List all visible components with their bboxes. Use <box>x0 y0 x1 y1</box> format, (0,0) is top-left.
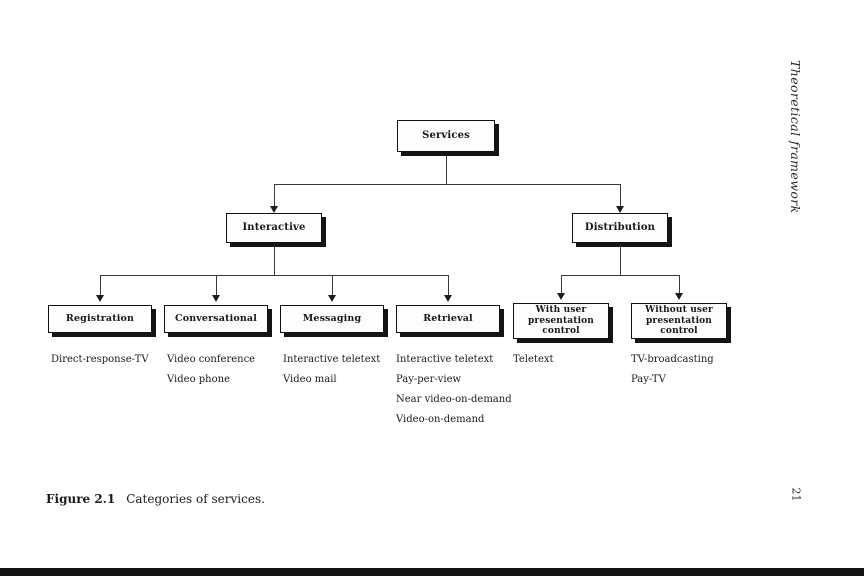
leaf-item: Interactive teletext <box>283 354 381 365</box>
leaf-item: Video phone <box>167 374 230 385</box>
node-with-user-line1: With user <box>535 304 587 315</box>
node-retrieval-label: Retrieval <box>423 313 473 325</box>
leaf-item: Video conference <box>167 354 256 365</box>
node-without-user-presentation-control[interactable]: Without user presentation control <box>631 303 727 339</box>
node-conversational-label: Conversational <box>175 313 257 325</box>
running-head: Theoretical framework <box>788 60 803 214</box>
node-messaging-label: Messaging <box>302 313 362 325</box>
node-registration-label: Registration <box>65 313 135 325</box>
arrowhead-with-user-control <box>556 293 565 300</box>
figure-number: Figure 2.1 <box>46 492 116 506</box>
arrowhead-interactive <box>269 206 278 213</box>
page-number: 21 <box>789 487 803 502</box>
leaf-column-without-user-control: TV-broadcasting Pay-TV <box>631 350 714 390</box>
connector-interactive-stem <box>274 243 275 275</box>
connector-to-conversational <box>216 275 217 297</box>
arrowhead-without-user-control <box>674 293 683 300</box>
leaf-item: TV-broadcasting <box>631 354 714 365</box>
connector-to-messaging <box>332 275 333 297</box>
leaf-column-registration: Direct-response-TV <box>51 350 149 370</box>
connector-distribution-stem <box>620 243 621 275</box>
leaf-item: Interactive teletext <box>396 354 494 365</box>
node-without-user-line3: control <box>660 326 698 337</box>
arrowhead-registration <box>95 295 104 302</box>
node-messaging[interactable]: Messaging <box>280 305 384 333</box>
node-registration[interactable]: Registration <box>48 305 152 333</box>
connector-to-interactive <box>274 184 275 208</box>
arrowhead-retrieval <box>443 295 452 302</box>
node-distribution[interactable]: Distribution <box>572 213 668 243</box>
node-retrieval[interactable]: Retrieval <box>396 305 500 333</box>
leaf-item: Near video-on-demand <box>396 394 512 405</box>
node-conversational[interactable]: Conversational <box>164 305 268 333</box>
node-distribution-label: Distribution <box>584 222 656 234</box>
connector-level2-bus <box>274 184 620 185</box>
arrowhead-conversational <box>211 295 220 302</box>
node-services[interactable]: Services <box>397 120 495 152</box>
connector-to-registration <box>100 275 101 297</box>
scan-edge-band <box>0 568 864 576</box>
leaf-item: Video mail <box>283 374 337 385</box>
figure-caption-text: Categories of services. <box>126 492 265 506</box>
arrowhead-messaging <box>327 295 336 302</box>
arrowhead-distribution <box>615 206 624 213</box>
leaf-item: Video-on-demand <box>396 414 485 425</box>
node-interactive[interactable]: Interactive <box>226 213 322 243</box>
figure-caption: Figure 2.1 Categories of services. <box>46 492 265 506</box>
connector-interactive-bus <box>100 275 448 276</box>
node-services-label: Services <box>422 130 470 142</box>
connector-to-without-user-control <box>679 275 680 295</box>
leaf-column-retrieval: Interactive teletext Pay-per-view Near v… <box>396 350 512 430</box>
leaf-column-with-user-control: Teletext <box>513 350 554 370</box>
leaf-item: Teletext <box>513 354 554 365</box>
node-without-user-line2: presentation <box>645 315 712 326</box>
leaf-item: Direct-response-TV <box>51 354 149 365</box>
node-without-user-line1: Without user <box>645 304 713 315</box>
connector-to-with-user-control <box>561 275 562 295</box>
node-with-user-line2: presentation <box>527 315 594 326</box>
connector-to-distribution <box>620 184 621 208</box>
node-interactive-label: Interactive <box>242 222 306 234</box>
leaf-column-messaging: Interactive teletext Video mail <box>283 350 380 390</box>
connector-to-retrieval <box>448 275 449 297</box>
connector-distribution-bus <box>561 275 679 276</box>
connector-services-stem <box>446 152 447 184</box>
node-with-user-line3: control <box>542 326 580 337</box>
leaf-column-conversational: Video conference Video phone <box>167 350 255 390</box>
leaf-item: Pay-TV <box>631 374 666 385</box>
node-with-user-presentation-control[interactable]: With user presentation control <box>513 303 609 339</box>
leaf-item: Pay-per-view <box>396 374 462 385</box>
